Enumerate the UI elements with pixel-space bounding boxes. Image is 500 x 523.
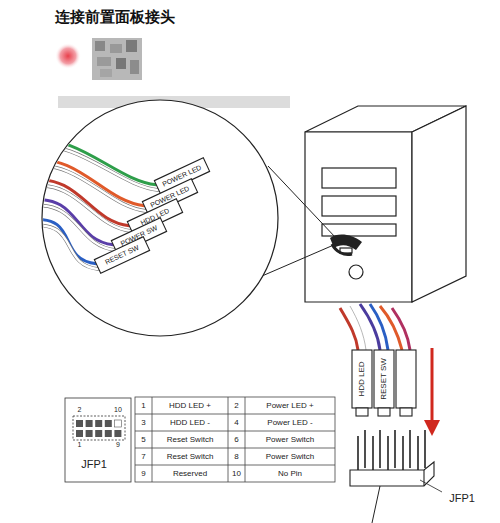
table-cell: Power Switch <box>266 435 314 444</box>
page-title: 连接前置面板接头 <box>55 8 175 27</box>
table-cell: 2 <box>234 401 238 410</box>
pin-square <box>76 420 83 427</box>
pin-square <box>95 420 102 427</box>
table-cell: HDD LED - <box>170 418 210 427</box>
table-cell: 6 <box>234 435 238 444</box>
pin-outline <box>73 416 125 440</box>
pin-square <box>86 430 93 437</box>
pin-label: 9 <box>116 441 120 449</box>
leader-line <box>420 480 442 492</box>
wire-outline <box>30 145 159 190</box>
wire <box>30 219 96 263</box>
header-pin <box>409 430 411 468</box>
pin-label: 2 <box>78 406 82 414</box>
table-cell: 10 <box>232 469 241 478</box>
insert-arrow <box>424 348 440 436</box>
pin-square <box>105 420 112 427</box>
wire-outline <box>30 225 99 269</box>
header-base <box>350 462 434 486</box>
pin-label: 1 <box>78 441 82 449</box>
pin-squares <box>76 420 121 437</box>
pin-table <box>135 397 335 482</box>
pin-diagram-frame <box>65 398 131 482</box>
table-cell: 1 <box>141 401 145 410</box>
connector-label: HDD LED <box>358 361 367 396</box>
table-cell: Reset Switch <box>167 452 214 461</box>
table-cell: 7 <box>141 452 145 461</box>
wire <box>30 205 116 250</box>
table-cell: Power Switch <box>266 452 314 461</box>
wire-outline <box>30 205 116 250</box>
table-cell: 8 <box>234 452 238 461</box>
pin-square <box>114 430 121 437</box>
wire <box>30 145 159 190</box>
zoom-circle <box>42 100 278 336</box>
header-pins <box>358 430 425 476</box>
table-cell: Power LED - <box>267 418 312 427</box>
table-cell: 9 <box>141 469 145 478</box>
blurred-block <box>92 38 142 80</box>
table-cell: 3 <box>141 418 145 427</box>
wire <box>30 225 99 269</box>
header-label: JFP1 <box>449 492 475 504</box>
connector-label: RESET SW <box>380 358 389 400</box>
blurred-logo <box>55 43 81 69</box>
pin-square <box>105 430 112 437</box>
header-pin <box>379 430 381 468</box>
zoom-wires <box>30 139 159 269</box>
table-cell: 4 <box>234 418 238 427</box>
header-pin <box>424 430 426 468</box>
header-wires <box>340 304 410 350</box>
board-line <box>372 486 380 523</box>
pin-square <box>95 430 102 437</box>
pin-label: JFP1 <box>81 458 107 470</box>
table-cell: Reset Switch <box>167 435 214 444</box>
header-pin <box>364 430 366 468</box>
zoom-housings <box>94 158 209 273</box>
header-housings <box>352 350 416 416</box>
table-cell: 5 <box>141 435 145 444</box>
table-cell: No Pin <box>278 469 302 478</box>
pin-empty <box>114 420 121 427</box>
pc-tower <box>305 106 466 302</box>
wire <box>30 199 113 244</box>
pin-square <box>76 430 83 437</box>
table-cell: HDD LED + <box>169 401 211 410</box>
table-cell: Reserved <box>173 469 207 478</box>
table-cell: Power LED + <box>266 401 313 410</box>
pin-label: 10 <box>114 406 122 414</box>
header-pin <box>394 430 396 468</box>
pin-square <box>86 420 93 427</box>
